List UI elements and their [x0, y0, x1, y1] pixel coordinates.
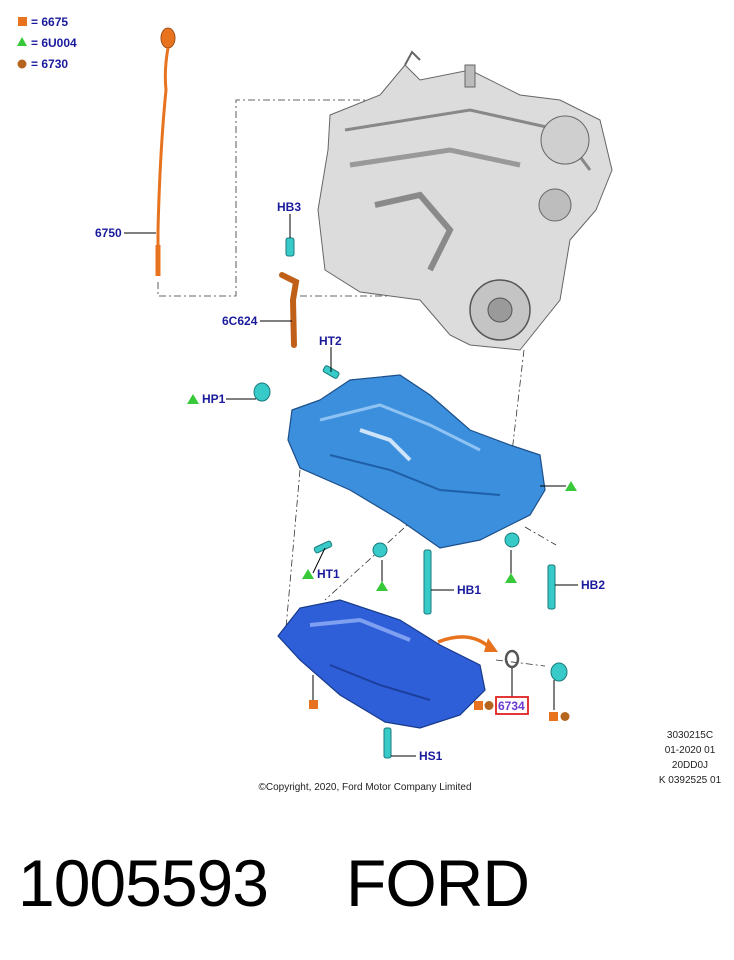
diagram-meta: 3030215C 01-2020 01 20DD0J K 0392525 01 — [640, 728, 734, 788]
legend-triangle-text: = 6U004 — [31, 36, 77, 50]
legend-circle-icon — [17, 59, 27, 69]
triangle-marker-icon — [187, 394, 199, 404]
brand-name: FORD — [346, 846, 530, 920]
meta-code: 3030215C — [666, 730, 714, 741]
callout-tube[interactable]: 6C624 — [222, 314, 258, 328]
meta-ref: 20DD0J — [671, 760, 709, 771]
triangle-marker-icon — [376, 581, 388, 591]
callout-plug[interactable]: HP1 — [202, 392, 226, 406]
triangle-marker-icon — [302, 569, 314, 579]
arrow-head-icon — [484, 638, 498, 652]
meta-date: 01-2020 01 — [664, 745, 716, 756]
square-marker-icon — [474, 701, 483, 710]
callout-labels[interactable]: 6750 HB3 6C624 HT2 HP1 HT1 HB1 HB2 6734 … — [95, 200, 605, 763]
triangle-marker-icon — [565, 481, 577, 491]
triangle-marker-icon — [505, 573, 517, 583]
legend-triangle-icon — [17, 37, 27, 46]
legend-circle-text: = 6730 — [31, 57, 68, 71]
callout-gasket-ring[interactable]: 6734 — [498, 699, 525, 713]
hardware-parts — [253, 237, 568, 759]
callout-bolt-left[interactable]: HB1 — [457, 583, 481, 597]
oil-pan-illustration — [277, 599, 486, 729]
square-marker-icon — [309, 700, 318, 709]
meta-k: K 0392525 01 — [658, 775, 722, 786]
part-markers — [187, 394, 577, 721]
parts-diagram: = 6675 = 6U004 = 6730 — [17, 15, 613, 763]
legend-square-text: = 6675 — [31, 15, 68, 29]
direction-arrow-icon — [437, 635, 490, 648]
gasket-ring-illustration — [504, 649, 520, 669]
callout-lower-stud[interactable]: HT1 — [317, 567, 340, 581]
footer: 1005593 FORD — [0, 845, 734, 920]
circle-marker-icon — [484, 701, 494, 710]
dipstick-tube-illustration — [279, 272, 300, 348]
callout-pan-stud[interactable]: HS1 — [419, 749, 443, 763]
callout-tube-bolt[interactable]: HB3 — [277, 200, 301, 214]
copyright-notice: ©Copyright, 2020, Ford Motor Company Lim… — [258, 782, 472, 793]
engine-block-illustration — [317, 50, 613, 351]
circle-marker-icon — [560, 712, 570, 721]
part-number: 1005593 — [18, 846, 269, 920]
callout-dipstick[interactable]: 6750 — [95, 226, 122, 240]
highlight-box — [495, 696, 529, 715]
label-leaders — [124, 214, 578, 757]
square-marker-icon — [549, 712, 558, 721]
callout-bolt-right[interactable]: HB2 — [581, 578, 605, 592]
callout-upper-stud[interactable]: HT2 — [319, 334, 342, 348]
upper-oil-pan-illustration — [287, 374, 546, 549]
legend: = 6675 = 6U004 = 6730 — [17, 15, 77, 71]
legend-square-icon — [18, 17, 27, 26]
dipstick-illustration — [155, 27, 176, 276]
